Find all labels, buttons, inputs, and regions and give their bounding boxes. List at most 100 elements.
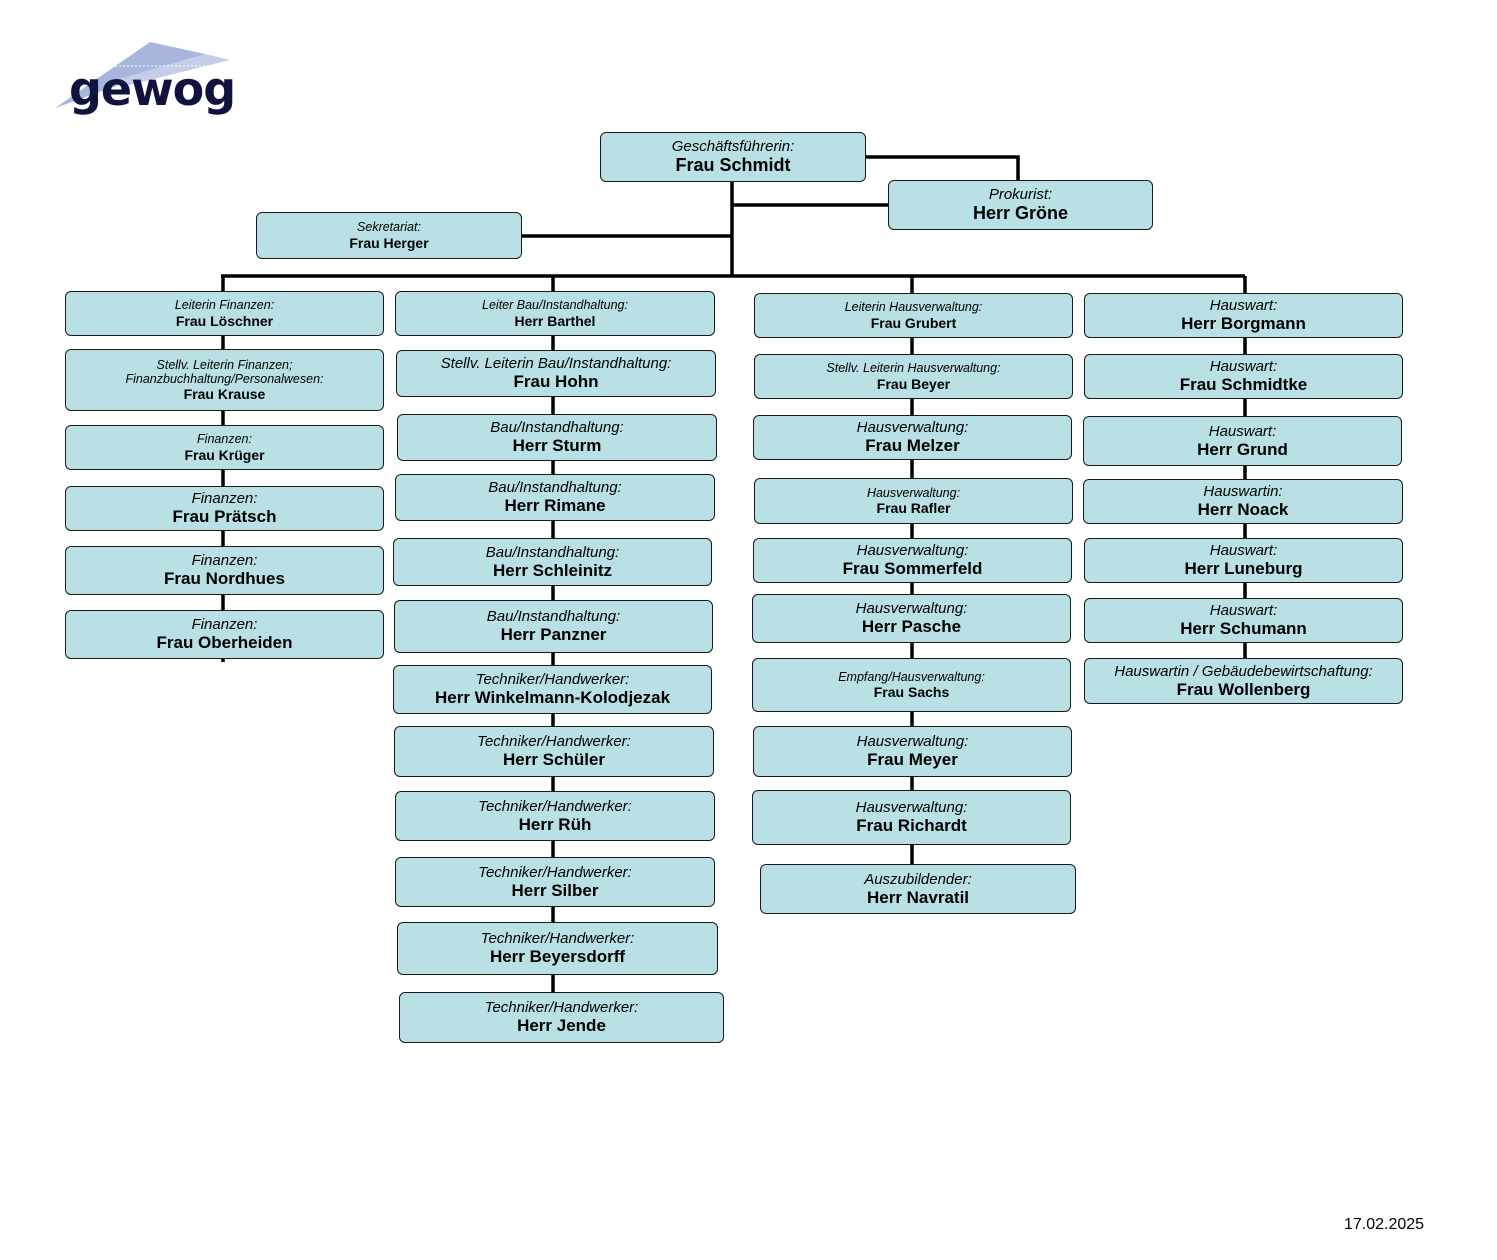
role-label: Hauswart:	[1209, 358, 1278, 376]
role-label: Stellv. Leiterin Finanzen; Finanzbuchhal…	[125, 357, 324, 386]
role-label: Finanzen:	[191, 552, 258, 570]
person-name: Herr Panzner	[500, 625, 607, 645]
role-label: Hausverwaltung:	[856, 733, 969, 751]
box-finanzen-5: Finanzen: Frau Nordhues	[65, 546, 384, 595]
person-name: Frau Meyer	[867, 750, 958, 770]
person-name: Frau Rafler	[876, 500, 951, 517]
person-name: Frau Richardt	[856, 816, 967, 836]
box-finanzen-2: Stellv. Leiterin Finanzen; Finanzbuchhal…	[65, 349, 384, 411]
role-label: Finanzen:	[197, 432, 252, 447]
role-label: Techniker/Handwerker:	[475, 671, 630, 689]
role-label: Leiterin Finanzen:	[174, 298, 275, 313]
box-hauswart-1: Hauswart: Herr Borgmann	[1084, 293, 1403, 338]
box-finanzen-3: Finanzen: Frau Krüger	[65, 425, 384, 470]
role-label: Finanzen:	[191, 616, 258, 634]
role-label: Techniker/Handwerker:	[484, 999, 639, 1017]
person-name: Herr Rüh	[518, 814, 592, 834]
box-hv-6: Hausverwaltung: Herr Pasche	[752, 594, 1071, 643]
person-name: Herr Schleinitz	[492, 560, 613, 580]
person-name: Frau Prätsch	[172, 507, 277, 527]
person-name: Herr Winkelmann-Kolodjezak	[434, 688, 671, 708]
person-name: Frau Hohn	[513, 372, 599, 392]
role-label: Techniker/Handwerker:	[480, 930, 635, 948]
person-name: Frau Oberheiden	[156, 633, 293, 653]
box-bau-4: Bau/Instandhaltung: Herr Rimane	[395, 474, 715, 521]
person-name: Herr Borgmann	[1181, 314, 1306, 334]
person-name: Herr Jende	[517, 1016, 606, 1036]
role-label: Geschäftsführerin:	[671, 138, 795, 156]
box-hauswart-3: Hauswart: Herr Grund	[1083, 416, 1402, 466]
person-name: Herr Beyersdorff	[489, 947, 626, 967]
role-label: Hauswart:	[1209, 297, 1278, 315]
box-hv-1: Leiterin Hausverwaltung: Frau Grubert	[754, 293, 1073, 338]
role-label: Hauswart:	[1209, 542, 1278, 560]
box-bau-6: Bau/Instandhaltung: Herr Panzner	[394, 600, 713, 653]
box-hv-8: Hausverwaltung: Frau Meyer	[753, 726, 1072, 777]
role-label: Bau/Instandhaltung:	[488, 479, 622, 497]
person-name: Frau Wollenberg	[1176, 679, 1311, 699]
role-label: Techniker/Handwerker:	[478, 863, 632, 881]
box-bau-9: Techniker/Handwerker: Herr Rüh	[395, 791, 715, 841]
box-hauswart-2: Hauswart: Frau Schmidtke	[1084, 354, 1403, 399]
box-bau-11: Techniker/Handwerker: Herr Beyersdorff	[397, 922, 718, 975]
role-label: Leiterin Hausverwaltung:	[844, 300, 983, 315]
box-geschaeftsfuehrerin: Geschäftsführerin: Frau Schmidt	[600, 132, 866, 182]
logo-text: gewog	[69, 62, 236, 116]
role-label: Auszubildender:	[864, 870, 972, 888]
person-name: Herr Sturm	[512, 436, 602, 456]
box-bau-3: Bau/Instandhaltung: Herr Sturm	[397, 414, 717, 461]
role-label: Hausverwaltung:	[856, 419, 969, 437]
person-name: Herr Pasche	[861, 617, 962, 637]
role-label: Empfang/Hausverwaltung:	[838, 669, 985, 684]
date-label: 17.02.2025	[1344, 1216, 1425, 1233]
person-name: Frau Melzer	[865, 436, 960, 456]
person-name: Frau Krause	[183, 386, 266, 403]
box-bau-5: Bau/Instandhaltung: Herr Schleinitz	[393, 538, 712, 586]
box-hauswart-6: Hauswart: Herr Schumann	[1084, 598, 1403, 643]
box-bau-12: Techniker/Handwerker: Herr Jende	[399, 992, 724, 1043]
person-name: Frau Löschner	[175, 312, 274, 329]
role-label: Bau/Instandhaltung:	[486, 608, 621, 626]
box-bau-1: Leiter Bau/Instandhaltung: Herr Barthel	[395, 291, 715, 336]
box-prokurist: Prokurist: Herr Gröne	[888, 180, 1153, 230]
role-label: Hauswart:	[1208, 422, 1277, 440]
person-name: Herr Luneburg	[1184, 559, 1303, 579]
box-hv-2: Stellv. Leiterin Hausverwaltung: Frau Be…	[754, 354, 1073, 399]
person-name: Frau Schmidt	[675, 155, 791, 176]
person-name: Frau Beyer	[876, 375, 951, 392]
role-label: Techniker/Handwerker:	[478, 797, 632, 815]
box-hv-10: Auszubildender: Herr Navratil	[760, 864, 1076, 914]
person-name: Herr Schüler	[502, 750, 606, 770]
person-name: Herr Barthel	[514, 312, 596, 329]
box-hauswart-4: Hauswartin: Herr Noack	[1083, 479, 1403, 524]
role-label: Finanzen:	[191, 490, 258, 508]
person-name: Herr Grund	[1197, 439, 1288, 459]
box-finanzen-6: Finanzen: Frau Oberheiden	[65, 610, 384, 659]
person-name: Frau Grubert	[870, 314, 957, 331]
box-hv-4: Hausverwaltung: Frau Rafler	[754, 478, 1073, 524]
box-hauswart-7: Hauswartin / Gebäudebewirtschaftung: Fra…	[1084, 658, 1403, 704]
person-name: Herr Noack	[1197, 500, 1289, 520]
box-bau-8: Techniker/Handwerker: Herr Schüler	[394, 726, 714, 777]
role-label: Hauswartin:	[1203, 483, 1283, 501]
role-label: Techniker/Handwerker:	[477, 733, 631, 751]
logo-wing-icon	[55, 42, 230, 108]
box-sekretariat: Sekretariat: Frau Herger	[256, 212, 522, 259]
box-hv-5: Hausverwaltung: Frau Sommerfeld	[753, 538, 1072, 583]
role-label: Bau/Instandhaltung:	[490, 419, 624, 437]
box-bau-7: Techniker/Handwerker: Herr Winkelmann-Ko…	[393, 665, 712, 714]
person-name: Frau Sachs	[873, 684, 950, 701]
box-hv-3: Hausverwaltung: Frau Melzer	[753, 415, 1072, 460]
role-label: Stellv. Leiterin Bau/Instandhaltung:	[440, 355, 672, 373]
role-label: Hauswart:	[1209, 602, 1278, 620]
role-label: Hauswartin / Gebäudebewirtschaftung:	[1114, 662, 1373, 680]
person-name: Frau Nordhues	[164, 569, 285, 589]
role-label: Leiter Bau/Instandhaltung:	[482, 298, 628, 313]
box-hauswart-5: Hauswart: Herr Luneburg	[1084, 538, 1403, 583]
box-hv-9: Hausverwaltung: Frau Richardt	[752, 790, 1071, 845]
role-label: Hausverwaltung:	[855, 600, 968, 618]
person-name: Herr Silber	[511, 880, 599, 900]
person-name: Frau Krüger	[184, 446, 265, 463]
role-label: Prokurist:	[988, 186, 1053, 204]
person-name: Herr Schumann	[1180, 619, 1307, 639]
